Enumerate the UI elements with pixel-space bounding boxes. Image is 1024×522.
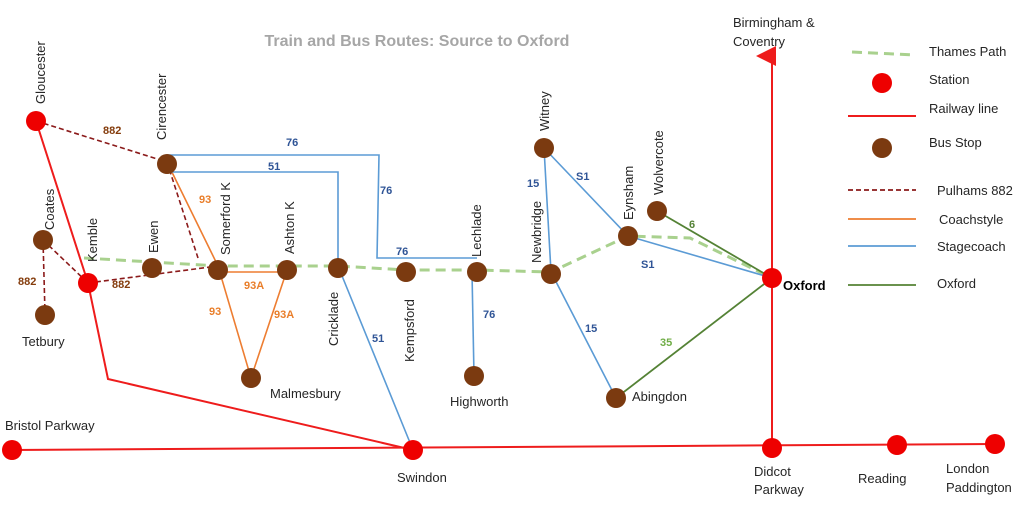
railway-main-line [11,443,996,451]
bus-stop-somerford [208,260,228,280]
legend-thames-label: Thames Path [929,44,1006,59]
label-highworth: Highworth [450,394,509,409]
label-bristol-parkway: Bristol Parkway [5,418,95,433]
label-ewen: Ewen [146,220,161,253]
label-eynsham: Eynsham [621,166,636,220]
place-labels-rotated: Gloucester Cirencester Coates Kemble Ewe… [33,40,666,362]
thames-path [83,234,773,280]
route-label-15-low: 15 [585,323,597,335]
bus-stop-cricklade [328,258,348,278]
label-didcot: Didcot [754,464,791,479]
route-label-882-left: 882 [18,276,36,288]
route-label-51-low: 51 [372,333,384,345]
bus-stop-malmesbury [241,368,261,388]
station-gloucester [26,111,46,131]
bus-stop-kempsford [396,262,416,282]
bus-stop-highworth [464,366,484,386]
coachstyle-routes [166,161,288,381]
route-label-51-top: 51 [268,161,280,173]
label-cirencester: Cirencester [154,73,169,140]
label-witney: Witney [537,91,552,131]
route-label-35: 35 [660,337,672,349]
bus-stop-coates [33,230,53,250]
route-label-s1-low: S1 [641,259,654,271]
label-abingdon: Abingdon [632,389,687,404]
map-title: Train and Bus Routes: Source to Oxford [265,33,570,50]
station-london [985,434,1005,454]
label-somerford: Somerford K [218,182,233,255]
legend-stagecoach-label: Stagecoach [937,239,1006,254]
legend-busstop-label: Bus Stop [929,135,982,150]
route-label-93-low: 93 [209,306,221,318]
station-kemble [78,273,98,293]
label-reading: Reading [858,471,906,486]
label-kemble: Kemble [85,218,100,262]
legend-coachstyle-label: Coachstyle [939,212,1003,227]
bus-stop-abingdon [606,388,626,408]
legend-station-label: Station [929,72,969,87]
label-london: London [946,461,989,476]
bus-stop-eynsham [618,226,638,246]
label-birmingham: Birmingham & [733,15,815,30]
legend-station-swatch [872,73,892,93]
route-label-93a-mid: 93A [244,280,264,292]
route-label-s1-top: S1 [576,171,589,183]
label-kempsford: Kempsford [402,299,417,362]
station-bristol-parkway [2,440,22,460]
label-malmesbury: Malmesbury [270,386,341,401]
station-swindon [403,440,423,460]
label-london-paddington: Paddington [946,480,1012,495]
bus-stop-newbridge [541,264,561,284]
label-swindon: Swindon [397,470,447,485]
bus-stop-ewen [142,258,162,278]
label-coventry: Coventry [733,34,786,49]
route-number-labels: 882 882 882 93 93A 93 93A 76 51 76 76 76… [18,125,695,349]
label-didcot-parkway: Parkway [754,482,804,497]
bus-stop-witney [534,138,554,158]
legend-pulhams-label: Pulhams 882 [937,183,1013,198]
station-reading [887,435,907,455]
bus-stop-wolvercote [647,201,667,221]
label-ashton: Ashton K [282,201,297,254]
station-oxford [762,268,782,288]
route-label-76-mid: 76 [380,185,392,197]
legend: Thames Path Station Railway line Bus Sto… [848,44,1013,291]
route-label-93a-low: 93A [274,309,294,321]
label-newbridge: Newbridge [529,201,544,263]
station-didcot [762,438,782,458]
route-label-882-mid: 882 [112,279,130,291]
route-label-882-top: 882 [103,125,121,137]
place-labels: Oxford Tetbury Malmesbury Highworth Abin… [5,15,1012,497]
legend-oxford-label: Oxford [937,276,976,291]
bus-stop-tetbury [35,305,55,325]
route-label-76-kempsford: 76 [396,246,408,258]
railway-gloucester-swindon [35,120,414,451]
legend-rail-label: Railway line [929,101,998,116]
route-label-93-top: 93 [199,194,211,206]
route-label-76-highworth: 76 [483,309,495,321]
label-oxford: Oxford [783,278,826,293]
oxford-bus-routes [615,210,773,399]
bus-stop-cirencester [157,154,177,174]
label-gloucester: Gloucester [33,40,48,104]
label-tetbury: Tetbury [22,334,65,349]
label-wolvercote: Wolvercote [651,130,666,195]
railway-lines [11,46,996,451]
label-cricklade: Cricklade [326,292,341,346]
bus-stops [33,138,667,408]
label-coates: Coates [42,188,57,230]
stations [2,111,1005,460]
bus-stop-lechlade [467,262,487,282]
legend-busstop-swatch [872,138,892,158]
route-label-76-top: 76 [286,137,298,149]
label-lechlade: Lechlade [469,204,484,257]
legend-thames-swatch [851,50,916,57]
route-label-15-left: 15 [527,178,539,190]
route-label-6: 6 [689,219,695,231]
bus-stop-ashton [277,260,297,280]
